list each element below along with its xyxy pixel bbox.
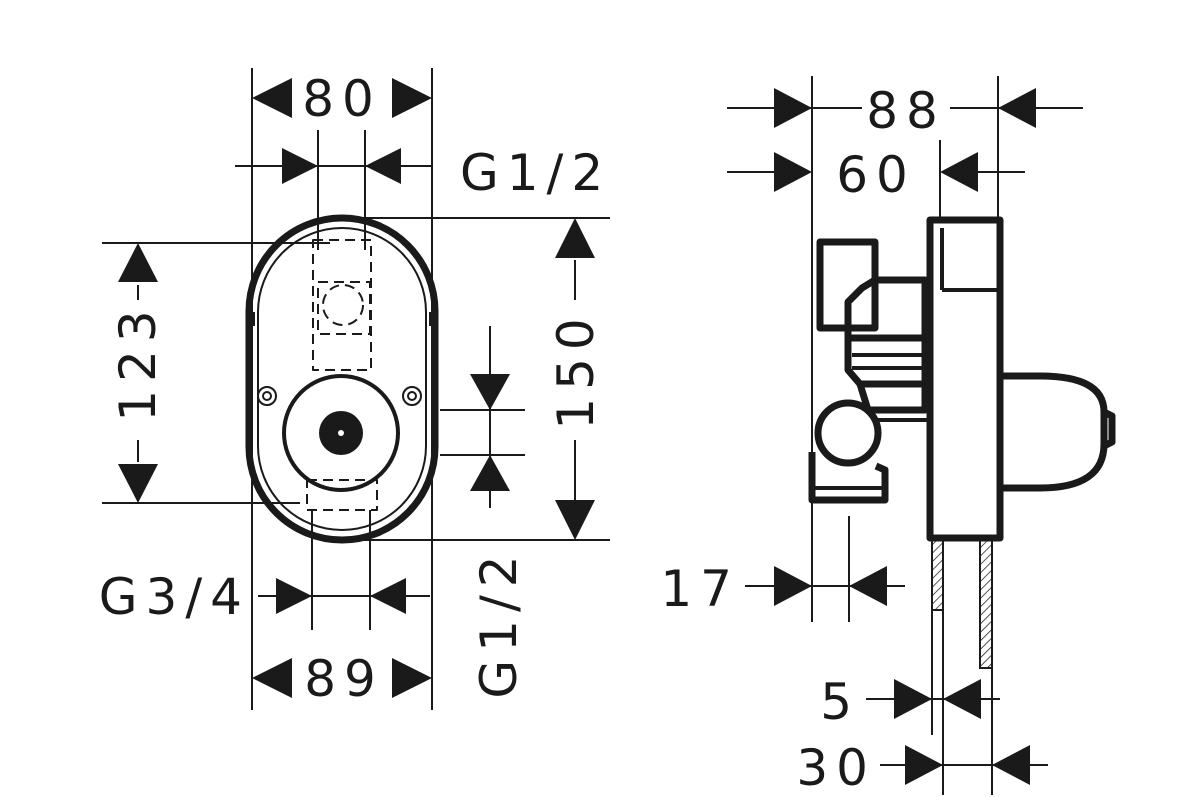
dimension-arrow — [118, 243, 158, 282]
dimension-arrow — [365, 148, 401, 184]
dimension-arrow — [282, 148, 318, 184]
dimension-arrow — [252, 658, 292, 698]
hidden-cartridge-collar — [317, 281, 371, 335]
dim-width-bottom: 89 — [304, 650, 384, 708]
valve-outlet — [808, 452, 889, 504]
dim-thread-top: G1/2 — [460, 144, 611, 202]
valve-body — [282, 374, 400, 492]
hidden-cartridge-ring — [322, 284, 364, 326]
dim-height-left: 123 — [109, 302, 167, 421]
valve-spindle-center — [338, 430, 344, 436]
dimension-arrow — [118, 464, 158, 503]
dim-height-right: 150 — [547, 310, 605, 429]
screw-icon — [402, 386, 422, 406]
dimension-arrow — [998, 88, 1036, 128]
dimension-arrow — [894, 679, 932, 719]
side-view: 88 60 17 5 30 — [660, 76, 1116, 797]
dim-thread-bottom-left: G3/4 — [99, 568, 250, 626]
dimension-arrow — [370, 578, 406, 614]
dimension-arrow — [940, 152, 978, 192]
housing-outline — [245, 214, 439, 544]
dimension-arrow — [849, 566, 887, 606]
screw-icon — [257, 386, 277, 406]
dome-cap — [1102, 408, 1116, 450]
extension-rod — [979, 539, 993, 669]
dimension-arrow — [470, 455, 510, 491]
dim-offset-bottom: 17 — [660, 560, 740, 618]
dim-depth-total: 88 — [866, 82, 946, 140]
dimension-arrow — [774, 152, 812, 192]
hidden-cartridge — [312, 239, 372, 371]
dim-extension: 30 — [796, 739, 876, 797]
dimension-arrow — [905, 745, 943, 785]
dim-thread-right: G1/2 — [470, 547, 528, 698]
dome-cover — [1002, 372, 1108, 492]
dimension-arrow — [774, 566, 812, 606]
hidden-outlet — [306, 479, 378, 511]
dimension-arrow — [392, 78, 432, 118]
dimension-arrow — [470, 374, 510, 410]
valve-mid-body — [844, 334, 929, 388]
dimension-arrow — [276, 578, 312, 614]
dimension-arrow — [392, 658, 432, 698]
dimension-arrow — [943, 679, 981, 719]
valve-knob — [814, 399, 882, 467]
dim-plate-gap: 5 — [820, 673, 860, 731]
dimension-arrow — [555, 218, 595, 258]
mounting-plate — [926, 216, 1004, 542]
dimension-arrow — [992, 745, 1030, 785]
dim-width-top: 80 — [302, 70, 382, 128]
housing-inner-outline — [257, 227, 427, 531]
valve-lower-body — [856, 380, 929, 414]
dimension-arrow — [252, 78, 292, 118]
dim-depth-inner: 60 — [836, 146, 916, 204]
extension-rod — [931, 539, 944, 611]
front-view: 80 G1/2 123 150 G1/2 G3/4 89 — [99, 68, 611, 710]
dimension-arrow — [555, 500, 595, 540]
dimension-arrow — [774, 88, 812, 128]
